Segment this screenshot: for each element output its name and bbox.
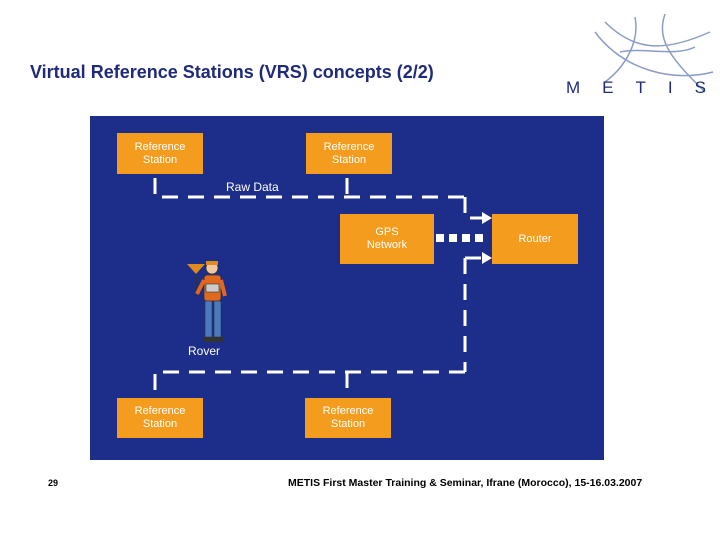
- slide-title: Virtual Reference Stations (VRS) concept…: [30, 62, 434, 82]
- raw-data-label: Raw Data: [226, 180, 279, 194]
- reference-station-bottom-left: Reference Station: [117, 398, 203, 438]
- rover-person-icon: [187, 261, 227, 342]
- logo-text: METIS: [566, 78, 720, 97]
- gps-network-box: GPS Network: [340, 214, 434, 264]
- router-box: Router: [492, 214, 578, 264]
- reference-station-bottom-right: Reference Station: [305, 398, 391, 438]
- reference-station-top-right: Reference Station: [306, 133, 392, 174]
- slide-footer: METIS First Master Training & Seminar, I…: [288, 477, 643, 489]
- rover-label: Rover: [188, 344, 221, 358]
- reference-station-top-left: Reference Station: [117, 133, 203, 174]
- slide-number: 29: [48, 478, 59, 488]
- metis-logo-icon: [594, 13, 714, 93]
